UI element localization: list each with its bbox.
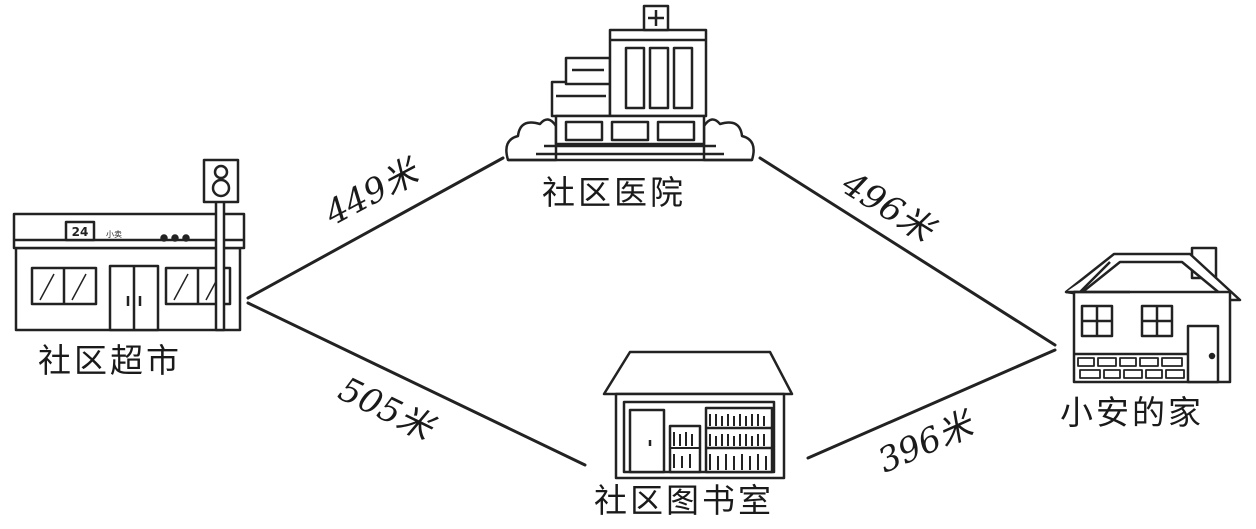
hospital-icon [505,4,755,162]
label-hospital: 社区医院 [542,173,686,212]
supermarket-icon: 24 小卖 [12,158,246,332]
supermarket-shop-text: 小卖 [106,230,122,239]
route-supermarket-hospital [246,156,505,300]
route-library-home [806,348,1057,460]
supermarket-sign-text: 24 [72,225,89,239]
label-home: 小安的家 [1060,393,1204,432]
route-supermarket-library [246,301,587,467]
library-icon [602,350,794,480]
label-library: 社区图书室 [594,481,774,520]
label-supermarket: 社区超市 [38,341,182,380]
route-hospital-home [758,156,1057,347]
house-icon [1064,246,1242,384]
